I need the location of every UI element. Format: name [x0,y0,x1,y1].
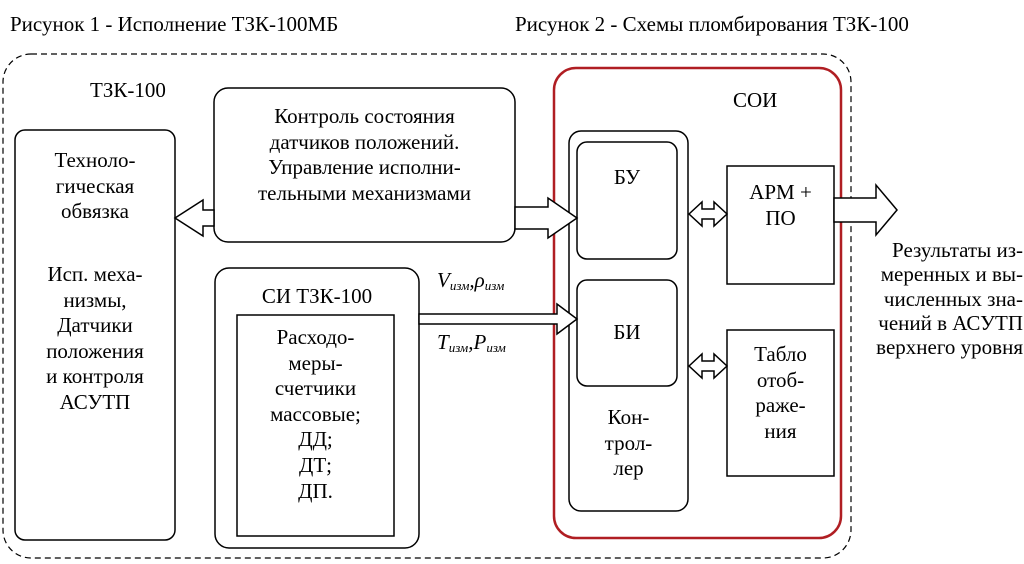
signal-label-upper: Vизм,ρизм [437,268,505,293]
tech-top-text: Техноло- гическая обвязка [54,148,136,224]
soi-block [552,66,843,540]
outer-label: ТЗК-100 [90,78,166,102]
tablo-label: Табло отоб- раже- ния [754,342,807,443]
arrow-control-to-tech [173,198,215,238]
arrow-control-to-bu [514,196,579,240]
arrow-arm-to-results [833,182,898,238]
signal-label-lower: Tизм,Pизм [437,330,506,355]
tech-block [14,129,176,541]
arm-label: АРМ + ПО [749,180,812,230]
si-inner-block [236,314,395,537]
tablo-block [726,329,835,477]
arrow-controller-tablo [687,352,729,380]
arm-block [726,165,835,285]
soi-label: СОИ [733,88,778,112]
figure-2-caption: Рисунок 2 - Схемы пломбирования ТЗК-100 [515,12,909,36]
controller-label: Кон- трол- лер [604,405,653,481]
bi-label: БИ [613,320,641,344]
bu-label: БУ [613,165,641,189]
bi-block [576,279,678,387]
arrow-si-to-bi [418,302,579,336]
figure-1-caption: Рисунок 1 - Исполнение ТЗК-100МБ [10,12,339,36]
control-text: Контроль состояния датчиков положений. У… [257,104,472,205]
outer-dashed-boundary [2,53,852,559]
results-text: Результаты из- меренных и вы- численных … [876,238,1023,360]
si-block [214,267,420,549]
control-block [213,87,516,243]
bu-block [576,141,678,260]
tech-bottom-text: Исп. меха- низмы, Датчики положения и ко… [46,262,144,415]
arrow-bu-arm [687,200,729,228]
si-title: СИ ТЗК-100 [261,284,373,308]
si-inner-text: Расходо- меры- счетчики массовые; ДД; ДТ… [270,325,361,503]
